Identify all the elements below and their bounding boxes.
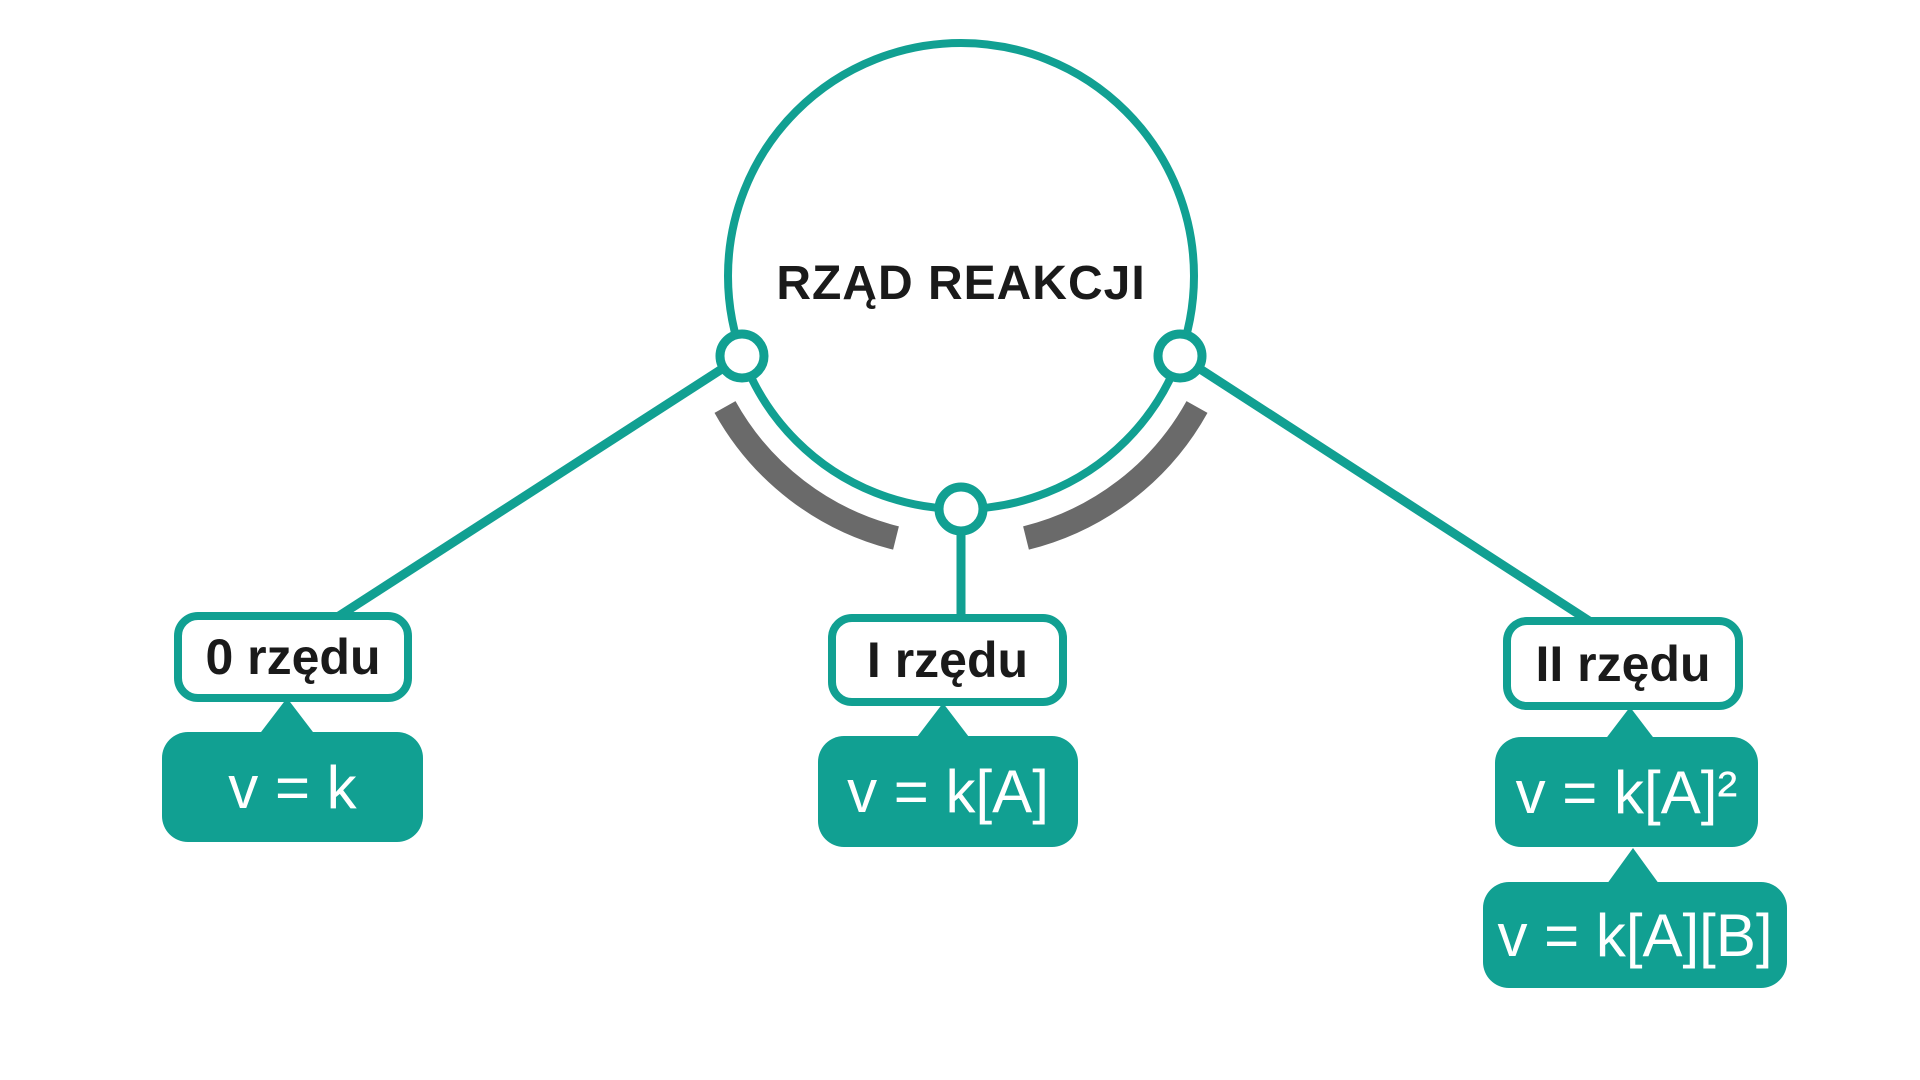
root-title: RZĄD REAKCJI bbox=[776, 256, 1146, 310]
node-circle-bottom bbox=[934, 482, 988, 536]
label-box-zero-order: 0 rzędu bbox=[174, 612, 412, 702]
formula-text-second-order-b: v = k[A][B] bbox=[1497, 901, 1773, 969]
formula-box-second-order-a: v = k[A]² bbox=[1495, 737, 1758, 847]
formula-box-second-order-b: v = k[A][B] bbox=[1483, 882, 1787, 988]
pointer-triangle-icon bbox=[1601, 707, 1659, 745]
formula-text-zero-order: v = k bbox=[228, 753, 357, 821]
node-circle-right bbox=[1153, 329, 1207, 383]
formula-text-first-order: v = k[A] bbox=[847, 758, 1049, 825]
label-box-first-order: I rzędu bbox=[828, 614, 1067, 706]
label-text-second-order: II rzędu bbox=[1535, 635, 1711, 692]
label-text-zero-order: 0 rzędu bbox=[205, 629, 381, 685]
label-box-second-order: II rzędu bbox=[1503, 617, 1743, 710]
connector-line-right bbox=[1177, 352, 1603, 632]
label-text-first-order: I rzędu bbox=[866, 632, 1029, 688]
pointer-triangle-icon bbox=[258, 698, 316, 736]
formula-text-second-order-a: v = k[A]² bbox=[1515, 758, 1738, 826]
formula-box-zero-order: v = k bbox=[162, 732, 423, 842]
pointer-triangle-icon bbox=[914, 703, 972, 741]
pointer-triangle-icon bbox=[1604, 848, 1662, 888]
decorative-arc-left bbox=[714, 401, 899, 550]
decorative-arc-right bbox=[1023, 401, 1208, 550]
connector-line-left bbox=[322, 352, 745, 629]
node-circle-left bbox=[715, 329, 769, 383]
formula-box-first-order: v = k[A] bbox=[818, 736, 1078, 847]
